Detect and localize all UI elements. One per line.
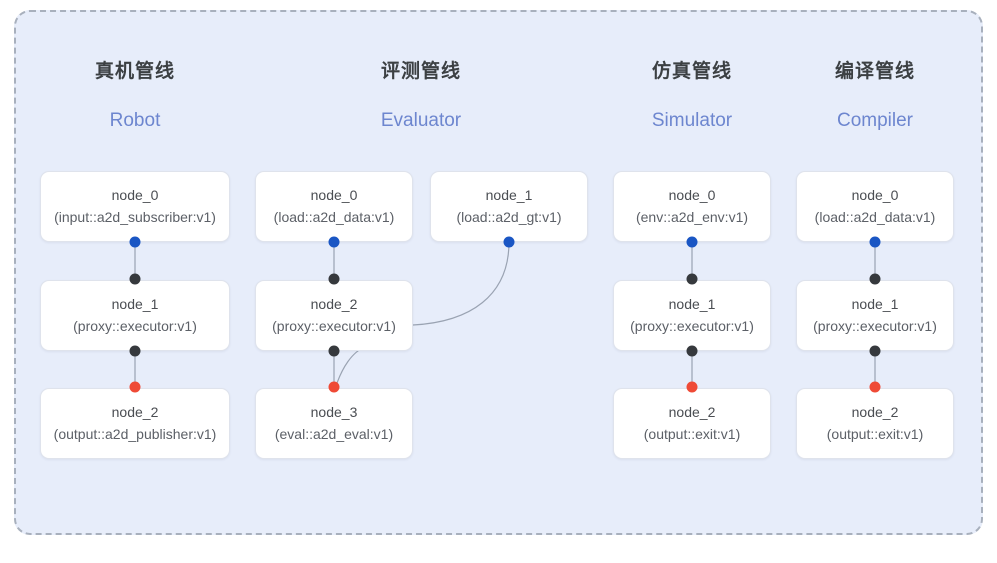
port-input-simulator-1[interactable]	[686, 273, 698, 285]
column-title-cn: 编译管线	[834, 61, 915, 82]
node-name: node_1	[851, 296, 899, 313]
node-spec: (eval::a2d_eval:v1)	[274, 426, 394, 442]
port-input-robot-1[interactable]	[129, 273, 141, 285]
port-output-robot-1[interactable]	[129, 345, 141, 357]
node-name: node_2	[310, 296, 358, 313]
port-input-compiler-1[interactable]	[869, 273, 881, 285]
node-compiler-1[interactable]: node_1 (proxy::executor:v1)	[796, 280, 954, 351]
node-robot-1[interactable]: node_1 (proxy::executor:v1)	[40, 280, 230, 351]
column-title-cn: 真机管线	[94, 61, 175, 82]
node-name: node_0	[668, 187, 716, 204]
node-name: node_2	[668, 404, 716, 421]
node-spec: (load::a2d_data:v1)	[273, 209, 395, 225]
node-spec: (input::a2d_subscriber:v1)	[54, 209, 216, 225]
node-simulator-1[interactable]: node_1 (proxy::executor:v1)	[613, 280, 771, 351]
port-input-compiler-2[interactable]	[869, 381, 881, 393]
node-spec: (proxy::executor:v1)	[272, 318, 396, 334]
port-input-evaluator-3[interactable]	[328, 381, 340, 393]
node-spec: (output::a2d_publisher:v1)	[53, 426, 217, 442]
node-name: node_1	[485, 187, 533, 204]
port-output-evaluator-0[interactable]	[328, 236, 340, 248]
column-title-en: Simulator	[651, 110, 733, 131]
column-title-en: Evaluator	[380, 110, 462, 131]
node-name: node_1	[668, 296, 716, 313]
node-simulator-0[interactable]: node_0 (env::a2d_env:v1)	[613, 171, 771, 242]
port-output-evaluator-1[interactable]	[503, 236, 515, 248]
node-robot-0[interactable]: node_0 (input::a2d_subscriber:v1)	[40, 171, 230, 242]
node-spec: (load::a2d_gt:v1)	[456, 209, 562, 225]
node-spec: (output::exit:v1)	[826, 426, 924, 442]
node-spec: (env::a2d_env:v1)	[635, 209, 749, 225]
port-output-robot-0[interactable]	[129, 236, 141, 248]
column-title-cn: 仿真管线	[651, 61, 732, 82]
node-compiler-0[interactable]: node_0 (load::a2d_data:v1)	[796, 171, 954, 242]
node-evaluator-2[interactable]: node_2 (proxy::executor:v1)	[255, 280, 413, 351]
port-input-robot-2[interactable]	[129, 381, 141, 393]
port-output-evaluator-2[interactable]	[328, 345, 340, 357]
column-header-simulator: 仿真管线 Simulator	[612, 62, 772, 130]
column-title-en: Robot	[109, 110, 161, 131]
column-header-evaluator: 评测管线 Evaluator	[341, 62, 501, 130]
node-robot-2[interactable]: node_2 (output::a2d_publisher:v1)	[40, 388, 230, 459]
column-header-robot: 真机管线 Robot	[55, 62, 215, 130]
node-name: node_0	[111, 187, 159, 204]
node-spec: (proxy::executor:v1)	[630, 318, 754, 334]
node-name: node_0	[851, 187, 899, 204]
node-name: node_0	[310, 187, 358, 204]
column-title-en: Compiler	[836, 110, 914, 131]
node-evaluator-1[interactable]: node_1 (load::a2d_gt:v1)	[430, 171, 588, 242]
column-title-cn: 评测管线	[380, 61, 461, 82]
node-evaluator-3[interactable]: node_3 (eval::a2d_eval:v1)	[255, 388, 413, 459]
node-spec: (proxy::executor:v1)	[813, 318, 937, 334]
port-input-evaluator-2[interactable]	[328, 273, 340, 285]
column-header-compiler: 编译管线 Compiler	[795, 62, 955, 130]
port-output-compiler-1[interactable]	[869, 345, 881, 357]
node-name: node_2	[851, 404, 899, 421]
port-output-simulator-0[interactable]	[686, 236, 698, 248]
node-compiler-2[interactable]: node_2 (output::exit:v1)	[796, 388, 954, 459]
node-evaluator-0[interactable]: node_0 (load::a2d_data:v1)	[255, 171, 413, 242]
node-name: node_1	[111, 296, 159, 313]
node-name: node_3	[310, 404, 358, 421]
port-output-compiler-0[interactable]	[869, 236, 881, 248]
node-spec: (proxy::executor:v1)	[73, 318, 197, 334]
node-spec: (load::a2d_data:v1)	[814, 209, 936, 225]
node-name: node_2	[111, 404, 159, 421]
node-spec: (output::exit:v1)	[643, 426, 741, 442]
node-simulator-2[interactable]: node_2 (output::exit:v1)	[613, 388, 771, 459]
port-input-simulator-2[interactable]	[686, 381, 698, 393]
port-output-simulator-1[interactable]	[686, 345, 698, 357]
